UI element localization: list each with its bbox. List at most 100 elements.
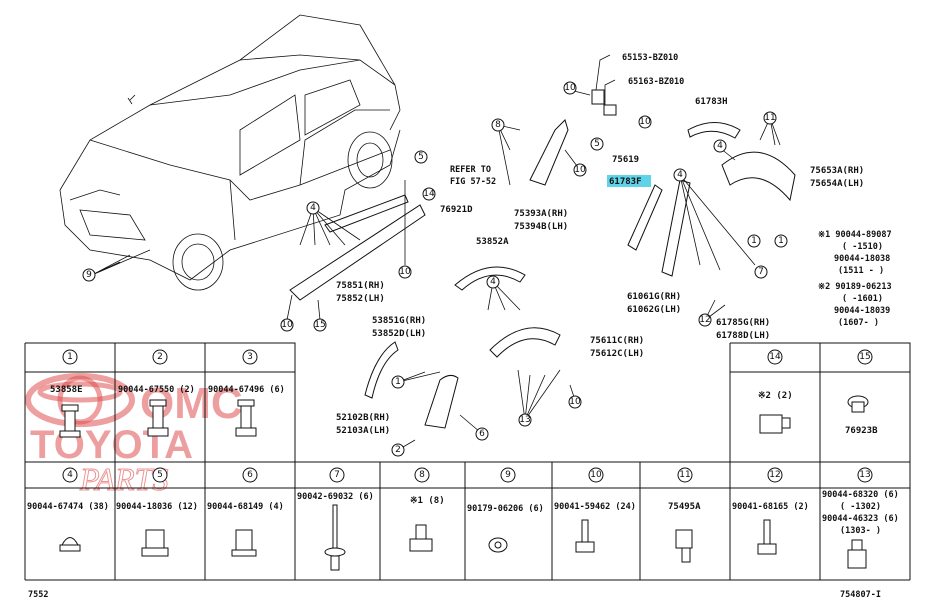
table-row-2-headers: 4 5 6 7 8 9 10 11 12 13 [62,467,873,483]
nut-9-icon [488,537,508,553]
part-52102b-shape [424,374,459,429]
svg-text:10: 10 [564,83,576,93]
label-75611c: 75611C(RH) [590,336,644,346]
fastener-table [24,342,911,581]
rivet-7-icon [324,504,346,571]
callout-10-d: 10 [638,115,652,129]
table-num-11: 11 [677,467,693,483]
bolt-10-icon [575,519,595,553]
svg-text:8: 8 [495,120,501,130]
table-row-2-icons [59,504,867,571]
svg-text:4: 4 [310,203,316,213]
svg-text:4: 4 [677,170,683,180]
table-part-4: 90044-67474 (38) [27,502,109,512]
clip-5-icon [141,529,169,557]
svg-text:9: 9 [86,270,92,280]
label-75654a: 75654A(LH) [810,179,864,189]
callout-15: 15 [313,318,327,332]
callout-2: 2 [391,443,405,457]
svg-text:1: 1 [67,352,73,362]
callout-1-b: 1 [774,234,788,248]
molding-75393a-part [529,119,569,186]
label-53852d: 53852D(LH) [372,329,426,339]
svg-text:9: 9 [505,470,511,480]
callout-10-b: 10 [280,318,294,332]
table-num-10: 10 [588,467,604,483]
callout-13: 13 [518,413,532,427]
note-1b: ( -1510) [842,242,883,252]
label-61061g: 61061G(RH) [627,292,681,302]
table-row-1-icons [59,395,869,438]
arch-53852a-part [454,266,526,291]
table-num-1: 1 [62,349,78,365]
label-61783h: 61783H [695,97,728,107]
push-clip-2-icon [147,399,169,437]
liner-75653a-part [721,151,796,202]
table-num-2: 2 [152,349,168,365]
table-part-6: 90044-68149 (4) [207,502,284,512]
svg-text:11: 11 [764,113,775,123]
svg-text:2: 2 [395,445,401,455]
table-num-5: 5 [152,467,168,483]
table-part-3: 90044-67496 (6) [208,385,285,395]
table-row-2-parts: 90044-67474 (38) 90044-18036 (12) 90044-… [27,490,899,536]
svg-text:1: 1 [395,377,401,387]
clip-8-icon [409,524,433,552]
note-2b: ( -1601) [842,294,883,304]
table-part-10: 90041-59462 (24) [554,502,636,512]
label-75653a: 75653A(RH) [810,166,864,176]
callout-4-d: 4 [486,275,500,289]
callout-11: 11 [763,111,777,125]
svg-text:10: 10 [639,117,651,127]
svg-text:7: 7 [758,267,764,277]
note-2c: 90044-18039 [834,306,890,316]
label-61783f: 61783F [609,177,642,187]
callout-6: 6 [475,427,489,441]
grommet-15-icon [847,395,869,413]
note-1d: (1511 - ) [838,266,884,276]
table-part-1: 53858E [50,385,83,395]
svg-text:15: 15 [859,352,870,362]
table-num-8: 8 [414,467,430,483]
label-52103a: 52103A(LH) [336,426,390,436]
table-num-9: 9 [500,467,516,483]
callout-4-c: 4 [713,139,727,153]
svg-text:2: 2 [157,352,163,362]
svg-text:14: 14 [769,352,781,362]
callout-7: 7 [754,265,768,279]
callout-8: 8 [491,118,505,132]
clip-13-icon [847,539,867,569]
table-num-13: 13 [857,467,873,483]
push-clip-3-icon [235,399,257,437]
ref-note-line2: FIG 57-52 [450,177,496,187]
svg-text:1: 1 [751,236,757,246]
clip-11-icon [675,529,693,563]
callout-5-b: 5 [590,137,604,151]
svg-text:13: 13 [859,470,870,480]
footer-right: 754807-I [840,590,881,600]
molding-75611c-part [489,327,561,358]
part-61783h-shape [687,122,741,139]
svg-text:15: 15 [314,320,325,330]
svg-text:12: 12 [699,315,710,325]
table-row-1-headers: 1 2 3 14 15 [62,349,873,365]
label-61785g: 61785G(RH) [716,318,770,328]
table-part-13-range-a: ( -1302) [840,502,881,512]
table-part-14: ※2 (2) [758,391,793,401]
label-52102b: 52102B(RH) [336,413,390,423]
table-part-15: 76923B [845,426,878,436]
footer-left: 7552 [28,590,48,600]
svg-text:12: 12 [769,470,780,480]
svg-text:10: 10 [590,470,602,480]
label-61062g: 61062G(LH) [627,305,681,315]
svg-text:6: 6 [247,470,253,480]
table-num-3: 3 [242,349,258,365]
note-1a: ※1 90044-89087 [818,230,892,240]
svg-text:3: 3 [247,352,253,362]
callout-12: 12 [698,313,712,327]
strip-76921d-part [324,194,409,233]
table-part-2: 90044-67550 (2) [118,385,195,395]
callout-4-a: 4 [306,201,320,215]
svg-text:13: 13 [519,415,530,425]
svg-text:1: 1 [778,236,784,246]
